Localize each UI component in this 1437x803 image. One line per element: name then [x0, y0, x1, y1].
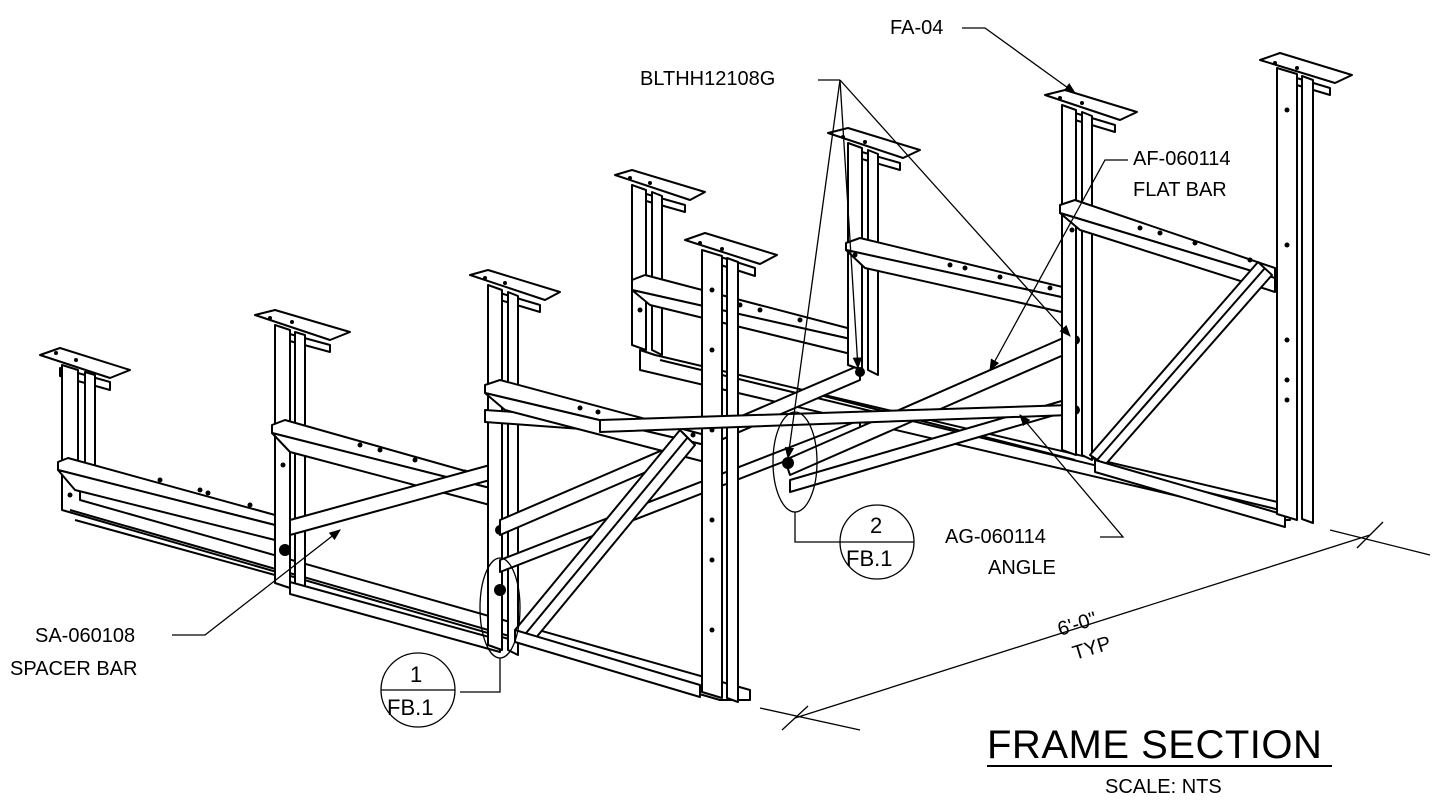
- spacer-bar: [279, 464, 491, 556]
- detail-callout-2[interactable]: 2 FB.1: [772, 411, 915, 580]
- bottom-left-channel: [74, 519, 501, 653]
- flat-bar-and-angle: [599, 334, 1080, 493]
- dimension-6ft: 6'-0" TYP: [759, 521, 1431, 731]
- drawing-scale: SCALE: NTS: [1105, 776, 1222, 798]
- detail-2-sheet: FB.1: [846, 546, 892, 571]
- right-diagonal-brace: [1089, 261, 1273, 466]
- detail-2-number: 2: [870, 513, 882, 538]
- callout-flat-bar-name: FLAT BAR: [1133, 179, 1227, 201]
- callout-fa04: FA-04: [890, 17, 943, 39]
- title-block: FRAME SECTION SCALE: NTS: [987, 723, 1332, 798]
- callout-bolt: BLTHH12108G: [640, 68, 775, 90]
- callout-spacer-code: SA-060108: [35, 625, 135, 647]
- detail-1-number: 1: [410, 662, 422, 687]
- beam-right-upper: [1059, 199, 1276, 293]
- post-front: [684, 232, 778, 703]
- leader-spacer: SA-060108 SPACER BAR: [10, 529, 341, 680]
- post-6: [1044, 89, 1138, 461]
- callout-angle-code: AG-060114: [945, 526, 1046, 548]
- post-5: [827, 127, 1076, 377]
- front-bottom-channel: [514, 629, 701, 698]
- post-2: [254, 309, 351, 593]
- drawing-title: FRAME SECTION: [987, 723, 1322, 767]
- callout-flat-bar-code: AF-060114: [1133, 148, 1230, 170]
- detail-callout-1[interactable]: 1 FB.1: [380, 557, 521, 728]
- post-7: [1259, 52, 1353, 524]
- front-diagonal-brace: [514, 429, 696, 646]
- leader-fa04: FA-04: [890, 17, 1076, 94]
- right-bottom-channel: [1094, 459, 1286, 528]
- callout-angle-name: ANGLE: [988, 557, 1056, 579]
- dimension-note: TYP: [1070, 632, 1114, 664]
- post-rear-center: [614, 169, 856, 356]
- callout-spacer-name: SPACER BAR: [10, 658, 137, 680]
- leader-angle: AG-060114 ANGLE: [945, 414, 1125, 579]
- leader-flat-bar: AF-060114 FLAT BAR: [989, 148, 1230, 372]
- detail-1-sheet: FB.1: [387, 695, 433, 720]
